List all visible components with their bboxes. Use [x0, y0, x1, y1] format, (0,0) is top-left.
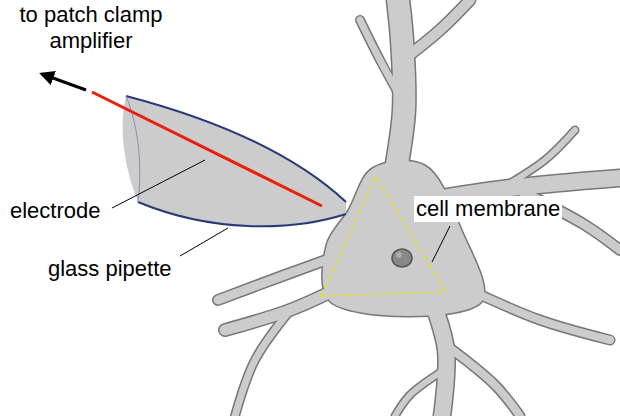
- dendrite: [403, 0, 470, 60]
- direction-arrow: [42, 74, 86, 90]
- amplifier-label: to patch clamp amplifier: [4, 2, 178, 54]
- dendrite: [470, 290, 610, 340]
- dendrite: [395, 370, 444, 416]
- leader-line: [112, 160, 205, 208]
- dendrite: [235, 308, 292, 416]
- pipette-wall: [126, 96, 346, 202]
- dendrite-outline: [430, 295, 447, 416]
- nucleus: [392, 249, 412, 267]
- electrode-wire: [92, 92, 322, 206]
- electrode-label: electrode: [8, 198, 103, 224]
- pipette-wall: [138, 202, 346, 226]
- dendrite-outline: [470, 290, 610, 340]
- nucleolus: [396, 252, 402, 258]
- dendrite: [360, 20, 402, 100]
- dendrite: [495, 130, 575, 192]
- dendrite: [430, 295, 447, 416]
- dendrite: [446, 345, 520, 416]
- cell-body: [322, 160, 485, 316]
- membrane-label: cell membrane: [414, 196, 562, 222]
- dendrite: [218, 255, 340, 300]
- leader-line: [180, 228, 228, 256]
- soma-outline: [322, 176, 446, 296]
- pipette-label: glass pipette: [46, 256, 174, 282]
- leader-line: [432, 226, 450, 262]
- dendrite-outline: [446, 345, 520, 416]
- dendrite-outline: [403, 0, 470, 60]
